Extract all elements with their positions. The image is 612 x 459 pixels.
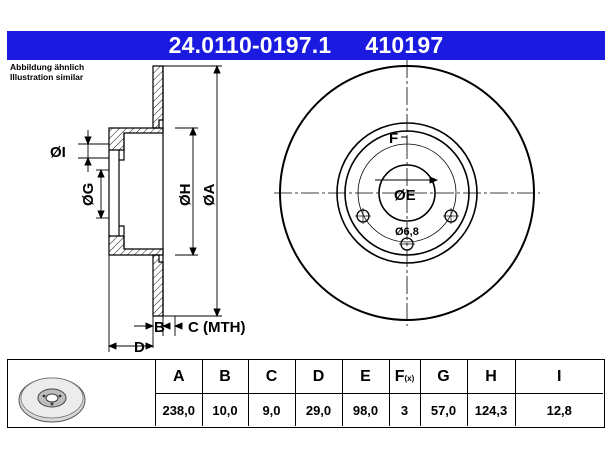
dim-bcd [107, 255, 183, 352]
value-c: 9,0 [247, 393, 296, 426]
dim-i-label: ØI [50, 144, 66, 161]
value-e: 98,0 [341, 393, 390, 426]
illustration-note-en: Illustration similar [10, 72, 84, 82]
dim-h [175, 126, 198, 257]
dim-g-label: ØG [80, 183, 97, 206]
dim-g [96, 168, 109, 220]
part-number: 24.0110-0197.1 [168, 32, 332, 58]
dim-c-label: C (MTH) [188, 319, 245, 336]
disc-thumbnail [8, 360, 156, 426]
front-view [274, 60, 540, 326]
header-h: H [466, 360, 516, 394]
dim-a [163, 64, 222, 318]
spec-value-row: 238,0 10,0 9,0 29,0 98,0 3 57,0 124,3 12… [156, 393, 603, 426]
dim-h-label: ØH [177, 184, 194, 207]
header-f-suffix: (x) [404, 373, 415, 383]
header-g: G [419, 360, 468, 394]
hub-bore-profile [108, 150, 125, 236]
value-g: 57,0 [419, 393, 468, 426]
dim-f-label: F [389, 130, 398, 147]
dim-a-label: ØA [201, 183, 218, 206]
value-i: 12,8 [514, 393, 603, 426]
spec-table: A B C D E F(x) G H I 238,0 10,0 9,0 29,0… [7, 359, 605, 428]
title-bar: 24.0110-0197.1 410197 [7, 31, 605, 60]
value-f: 3 [388, 393, 421, 426]
disc-thumbnail-icon [18, 377, 86, 423]
illustration-note: Abbildung ähnlich Illustration similar [10, 62, 84, 82]
dim-i [78, 130, 109, 172]
reference-number: 410197 [365, 32, 444, 58]
dim-b-label: B [154, 319, 165, 336]
header-d: D [294, 360, 343, 394]
spec-values-table: A B C D E F(x) G H I 238,0 10,0 9,0 29,0… [156, 360, 603, 426]
value-a: 238,0 [156, 393, 203, 426]
header-i: I [514, 360, 603, 394]
value-d: 29,0 [294, 393, 343, 426]
dim-d-label: D [134, 339, 145, 356]
disc-rim-section [152, 65, 164, 129]
value-b: 10,0 [201, 393, 249, 426]
header-c: C [247, 360, 296, 394]
header-f: F(x) [388, 360, 421, 394]
dim-e-leader [375, 176, 439, 184]
header-b: B [201, 360, 249, 394]
dim-f-marker [401, 136, 408, 143]
hub-section-upper [108, 127, 164, 151]
header-e: E [341, 360, 390, 394]
hole-dia-label: Ø6,8 [395, 226, 419, 238]
header-a: A [156, 360, 203, 394]
header-f-letter: F [394, 367, 405, 385]
dim-e-label: ØE [394, 187, 416, 204]
value-h: 124,3 [466, 393, 516, 426]
disc-rim-section-lower [152, 254, 164, 317]
side-view-section [108, 65, 164, 317]
illustration-note-de: Abbildung ähnlich [10, 62, 85, 72]
hub-section-lower [108, 235, 164, 256]
spec-header-row: A B C D E F(x) G H I [156, 360, 603, 394]
